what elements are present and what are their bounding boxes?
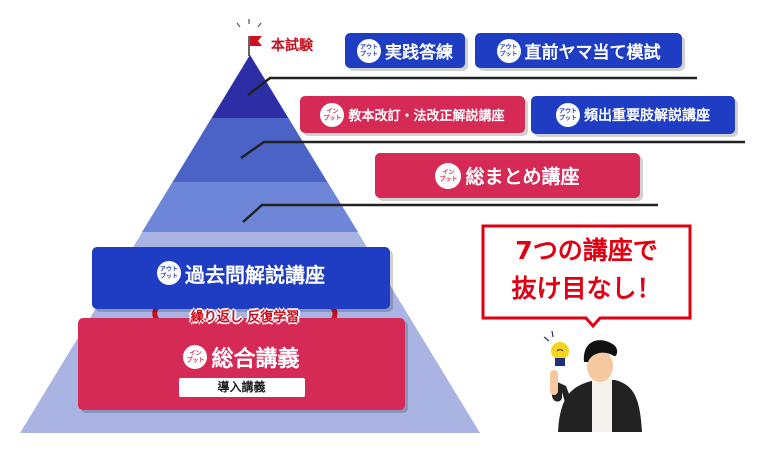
callout-text: 7つの講座で 抜け目なし！ xyxy=(483,232,690,308)
input-badge-icon: インプット xyxy=(183,345,208,369)
course-label: 実践答練 xyxy=(385,43,453,63)
course-label: 総まとめ講座 xyxy=(465,166,580,188)
output-badge-icon: アウトプット xyxy=(556,103,580,127)
course-mock-exam[interactable]: アウトプット 直前ヤマ当て模試 xyxy=(475,33,682,68)
course-label: 直前ヤマ当て模試 xyxy=(524,43,661,63)
course-frequent-items[interactable]: アウトプット 頻出重要肢解説講座 xyxy=(531,96,735,134)
person-illustration xyxy=(550,340,642,432)
callout-bubble xyxy=(481,224,692,329)
course-revision[interactable]: インプット 教本改訂・法改正解説講座 xyxy=(300,96,525,133)
output-badge-icon: アウトプット xyxy=(157,261,181,285)
goal-label: 本試験 xyxy=(271,38,313,54)
course-label: 教本改訂・法改正解説講座 xyxy=(348,109,505,124)
course-past-exam[interactable]: アウトプット 過去問解説講座 xyxy=(92,247,390,309)
connector-line-2 xyxy=(240,140,745,160)
sparkle-icon xyxy=(236,19,262,28)
callout-line-2: 抜け目なし！ xyxy=(511,274,662,303)
intro-course-label: 導入講義 xyxy=(178,378,305,397)
input-badge-icon: インプット xyxy=(435,162,462,189)
course-label: 頻出重要肢解説講座 xyxy=(584,108,710,124)
lightbulb-icon xyxy=(543,330,569,366)
course-label: 総合講義 xyxy=(211,347,300,372)
pyramid-top-layer xyxy=(212,55,288,118)
connector-line-1 xyxy=(247,76,697,96)
output-badge-icon: アウトプット xyxy=(496,38,521,63)
repeat-study-label: 繰り返し 反復学習 xyxy=(190,310,300,325)
course-label: 過去問解説講座 xyxy=(185,262,325,287)
pyramid-layer-2 xyxy=(173,55,327,182)
course-practice-exam[interactable]: アウトプット 実践答練 xyxy=(345,33,465,68)
flag-icon xyxy=(250,36,262,46)
course-general[interactable]: インプット 総合講義 導入講義 xyxy=(78,318,405,410)
output-badge-icon: アウトプット xyxy=(357,38,381,63)
input-badge-icon: インプット xyxy=(320,102,345,127)
course-summary[interactable]: インプット 総まとめ講座 xyxy=(375,153,640,198)
connector-line-3 xyxy=(242,203,658,223)
callout-line-1: 7つの講座で xyxy=(515,236,658,265)
